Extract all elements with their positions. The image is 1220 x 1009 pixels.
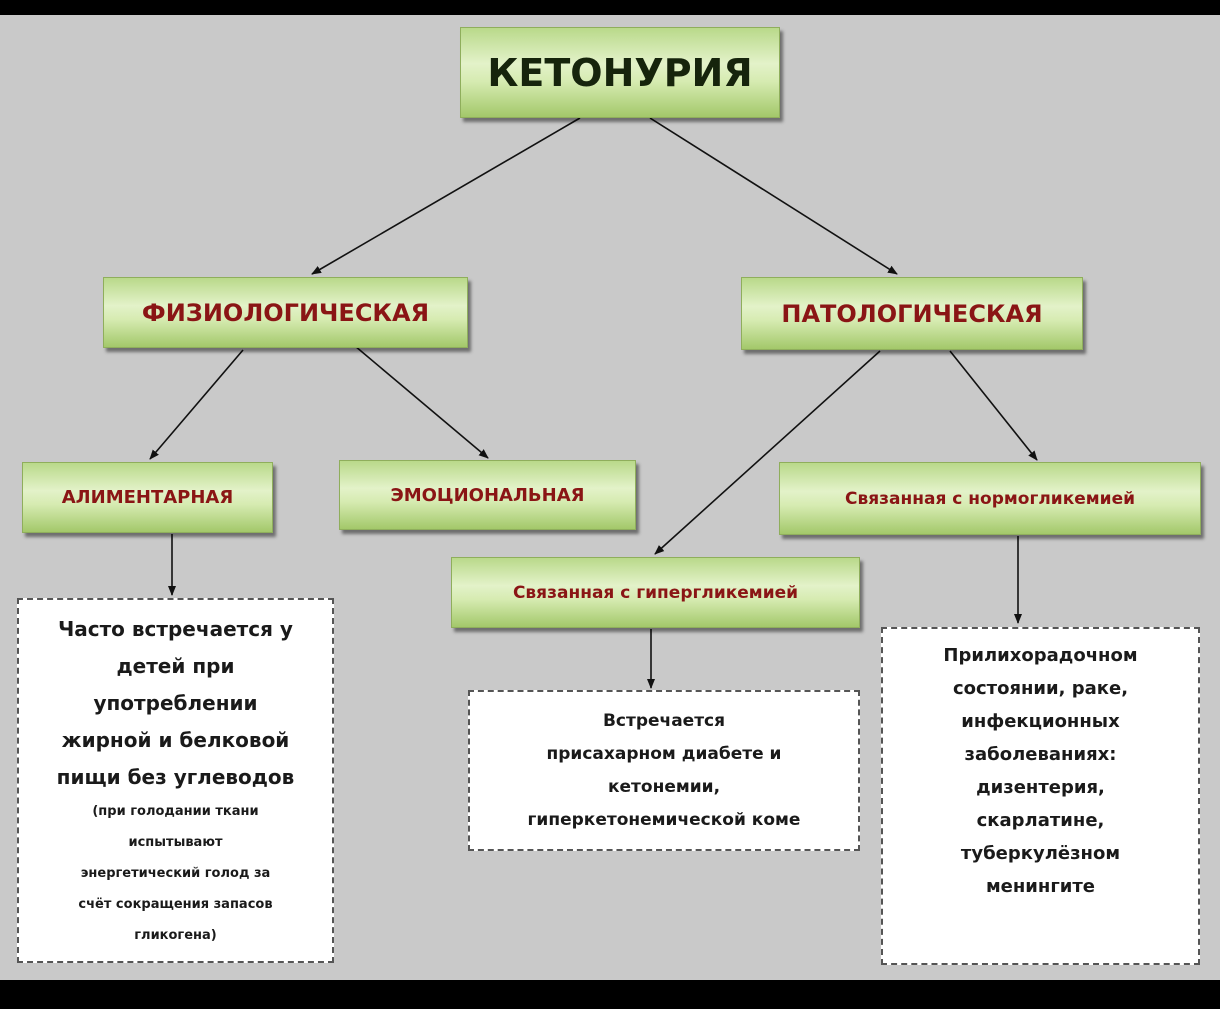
node-pathological: ПАТОЛОГИЧЕСКАЯ xyxy=(741,277,1083,350)
note-hyperglycemia: Встречается присахарном диабете и кетоне… xyxy=(468,690,860,851)
note-line: жирной и белковой xyxy=(61,727,290,752)
note-line: туберкулёзном xyxy=(960,843,1121,864)
note-line: употреблении xyxy=(93,690,258,715)
note-line: скарлатине, xyxy=(976,810,1105,831)
note-line: состоянии, раке, xyxy=(952,678,1129,699)
note-line: кетонемии, xyxy=(607,776,721,797)
note-line: Часто встречается у xyxy=(58,616,293,641)
emotional-label: ЭМОЦИОНАЛЬНАЯ xyxy=(390,484,585,506)
note-line: энергетический голод за xyxy=(80,865,271,881)
arrow-phys-emotional xyxy=(354,345,489,459)
note-line: Прилихорадочном xyxy=(943,645,1138,666)
normoglycemia-label: Связанная с нормогликемией xyxy=(844,488,1136,509)
note-normoglycemia: Прилихорадочном состоянии, раке, инфекци… xyxy=(881,627,1200,965)
note-line: гиперкетонемической коме xyxy=(527,809,801,830)
arrow-root-pathological xyxy=(649,117,898,275)
arrow-path-hyper xyxy=(654,350,881,555)
arrow-root-physiological xyxy=(311,117,581,275)
note-line: Встречается xyxy=(602,710,726,731)
node-hyperglycemia: Связанная с гипергликемией xyxy=(451,557,860,628)
hyperglycemia-label: Связанная с гипергликемией xyxy=(512,582,799,603)
note-line: инфекционных xyxy=(961,711,1120,732)
pathological-label: ПАТОЛОГИЧЕСКАЯ xyxy=(781,299,1043,328)
node-normoglycemia: Связанная с нормогликемией xyxy=(779,462,1201,535)
note-line: гликогена) xyxy=(134,927,217,943)
node-alimentary: АЛИМЕНТАРНАЯ xyxy=(22,462,273,533)
note-line: испытывают xyxy=(128,834,223,850)
note-alimentary: Часто встречается у детей при употреблен… xyxy=(17,598,334,963)
root-node-ketonuria: КЕТОНУРИЯ xyxy=(460,27,780,118)
arrow-path-normo xyxy=(949,350,1038,461)
note-line: присахарном диабете и xyxy=(546,743,782,764)
note-line: счёт сокращения запасов xyxy=(78,896,273,912)
note-line: (при голодании ткани xyxy=(92,803,259,819)
arrow-phys-alimentary xyxy=(149,349,244,460)
node-physiological: ФИЗИОЛОГИЧЕСКАЯ xyxy=(103,277,468,348)
alimentary-label: АЛИМЕНТАРНАЯ xyxy=(61,487,234,508)
physiological-label: ФИЗИОЛОГИЧЕСКАЯ xyxy=(141,298,430,327)
note-line: заболеваниях: xyxy=(964,744,1117,765)
note-line: детей при xyxy=(116,653,235,678)
note-line: пищи без углеводов xyxy=(56,764,295,789)
note-line: менингите xyxy=(985,876,1096,897)
note-line: дизентерия, xyxy=(976,777,1105,798)
node-emotional: ЭМОЦИОНАЛЬНАЯ xyxy=(339,460,636,530)
root-label: КЕТОНУРИЯ xyxy=(487,50,753,95)
